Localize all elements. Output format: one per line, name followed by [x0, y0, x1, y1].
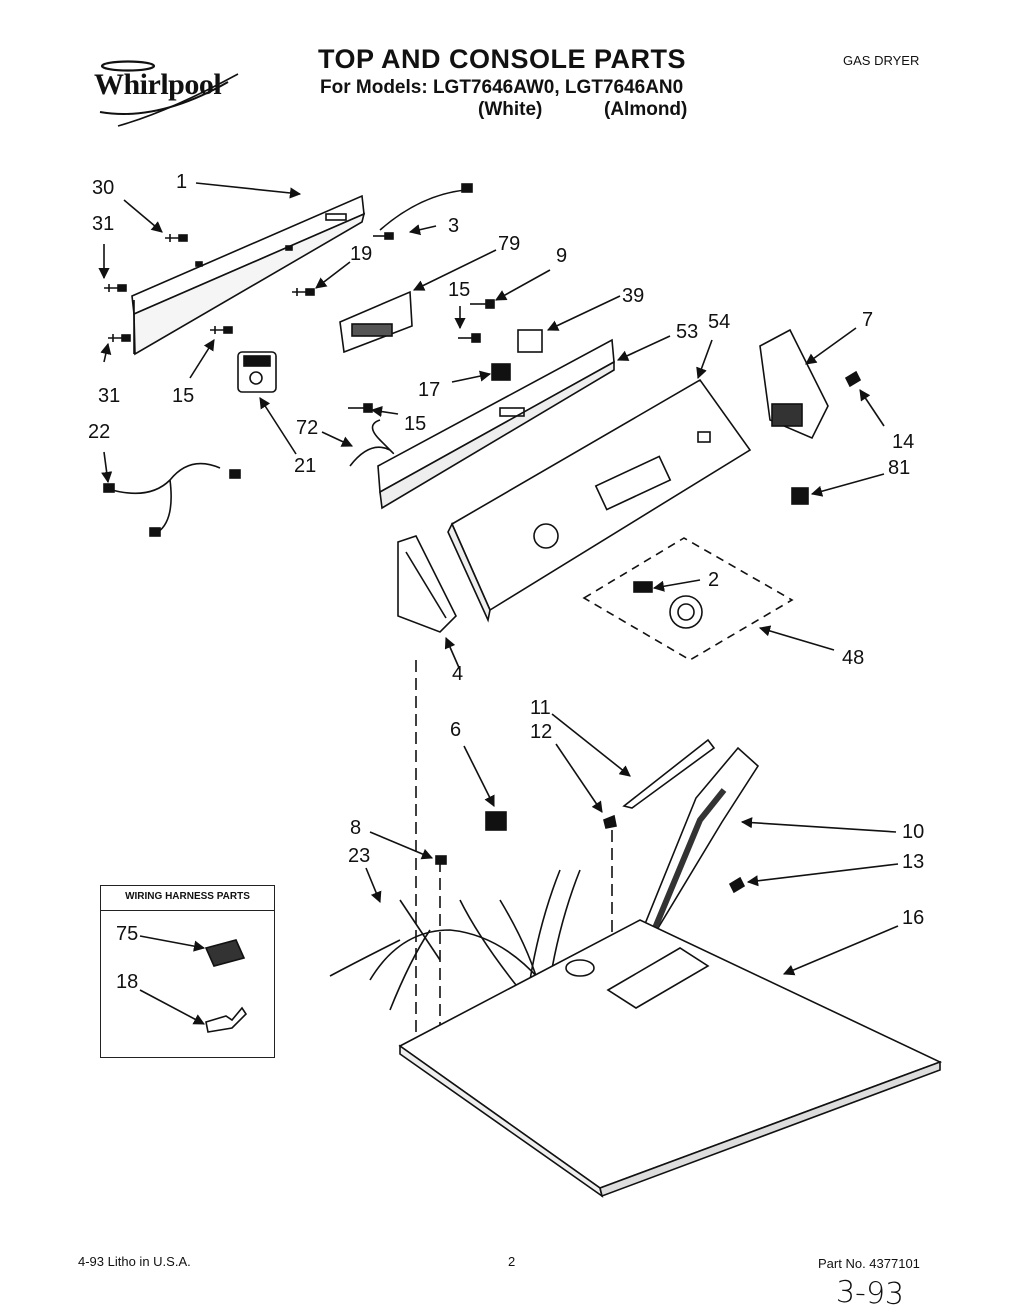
part-number: Part No. 4377101	[818, 1256, 920, 1271]
callout-7: 7	[862, 309, 874, 331]
part-knob-outline	[582, 537, 794, 661]
part-6	[485, 811, 507, 831]
part-end-cap-left	[397, 535, 457, 633]
callout-22: 22	[88, 421, 111, 443]
callout-17: 17	[418, 379, 441, 401]
callout-75: 75	[116, 923, 139, 945]
part-control-bracket	[377, 338, 615, 510]
callout-53: 53	[676, 321, 699, 343]
callout-15-top: 15	[448, 279, 471, 301]
part-39	[517, 329, 543, 353]
whirlpool-logo: Whirlpool	[88, 52, 248, 132]
callout-13: 13	[902, 851, 925, 873]
callout-79: 79	[498, 233, 521, 255]
callout-19: 19	[350, 243, 373, 265]
callout-31-bottom: 31	[98, 385, 121, 407]
callout-11: 11	[530, 697, 551, 719]
callout-9: 9	[556, 245, 568, 267]
part-end-cap	[759, 328, 829, 440]
callout-30: 30	[92, 177, 115, 199]
callout-12: 12	[530, 721, 553, 743]
page-title: TOP AND CONSOLE PARTS	[318, 44, 687, 74]
callout-15-mid: 15	[404, 413, 427, 435]
callout-72: 72	[296, 417, 319, 439]
wiring-harness-box: WIRING HARNESS PARTS	[100, 885, 275, 1058]
part-17	[491, 363, 511, 381]
part-wire-3	[379, 189, 466, 231]
part-81	[791, 487, 809, 505]
part-top-panel	[398, 919, 943, 1198]
callout-15-left: 15	[172, 385, 195, 407]
callout-6: 6	[450, 719, 462, 741]
callout-2: 2	[708, 569, 720, 591]
models-line: For Models: LGT7646AW0, LGT7646AN0	[320, 77, 684, 98]
litho-note: 4-93 Litho in U.S.A.	[78, 1254, 191, 1269]
logo-swoosh-icon	[99, 60, 239, 127]
callout-23: 23	[348, 845, 371, 867]
screws-left	[104, 232, 394, 342]
part-harness-22	[111, 462, 221, 533]
callout-48: 48	[842, 647, 865, 669]
callout-21: 21	[294, 455, 317, 477]
part-push-button-switch	[339, 290, 413, 354]
part-timer	[237, 351, 277, 393]
callout-3: 3	[448, 215, 460, 237]
part-rear-panel	[131, 194, 366, 356]
page-number: 2	[508, 1254, 516, 1269]
variant-white: (White)	[478, 99, 543, 120]
callout-54: 54	[708, 311, 731, 333]
part-console	[447, 378, 752, 623]
callout-16: 16	[902, 907, 925, 929]
callout-1: 1	[176, 171, 188, 193]
part-wire-72	[349, 419, 395, 467]
callout-14: 14	[892, 431, 915, 453]
category-label: GAS DRYER	[843, 53, 920, 68]
harness-box-parts	[204, 939, 248, 1033]
variant-almond: (Almond)	[604, 99, 688, 120]
callout-4: 4	[452, 663, 464, 685]
brand-name: Whirlpool	[94, 68, 222, 101]
handwritten-date: 3-93	[835, 1274, 905, 1313]
callout-31-top: 31	[92, 213, 115, 235]
callout-39: 39	[622, 285, 645, 307]
callout-18: 18	[116, 971, 139, 993]
callout-10: 10	[902, 821, 925, 843]
callout-8: 8	[350, 817, 362, 839]
harness-box-title: WIRING HARNESS PARTS	[101, 886, 274, 911]
part-11	[622, 738, 716, 809]
leader-lines	[98, 182, 899, 1025]
callout-81: 81	[888, 457, 911, 479]
